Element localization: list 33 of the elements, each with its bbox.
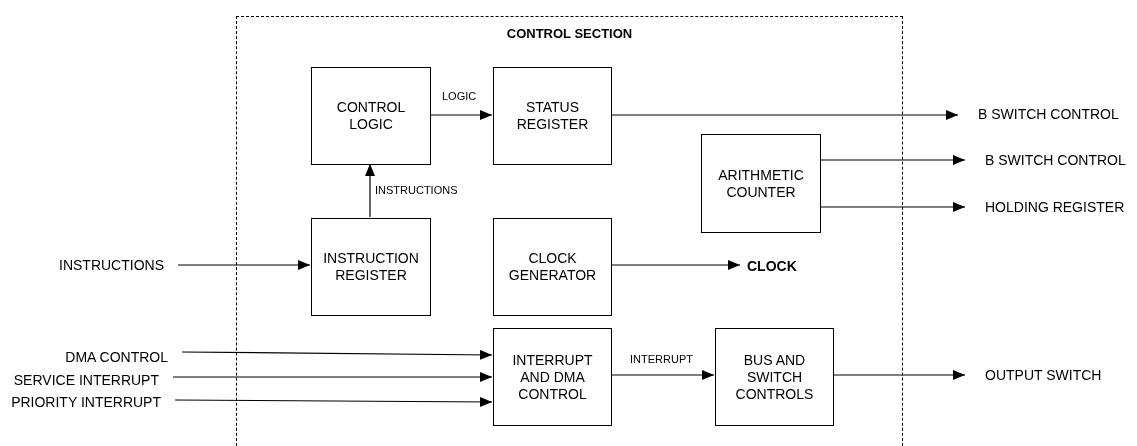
block-box: ARITHMETIC COUNTER [701,134,821,233]
arrow [172,372,493,382]
signal-label: INSTRUCTIONS [40,254,178,276]
arrow [429,110,493,120]
block-box: BUS AND SWITCH CONTROLS [715,328,834,426]
arrow [610,110,959,120]
arrow [610,370,715,380]
section-heading: CONTROL SECTION [505,25,634,43]
edge-label: LOGIC [440,89,479,103]
block-box: INSTRUCTION REGISTER [311,218,431,316]
signal-label: SERVICE INTERRUPT [5,369,173,391]
arrow [365,163,375,218]
arrow [610,260,741,270]
block-box: CLOCK GENERATOR [493,218,612,316]
arrow [177,260,311,270]
arrow [174,396,493,407]
edge-label: INTERRUPT [628,352,695,366]
block-box: STATUS REGISTER [493,67,612,165]
signal-label: CLOCK [741,255,807,277]
edge-label: INSTRUCTIONS [373,183,460,197]
arrow [832,370,966,380]
signal-label: PRIORITY INTERRUPT [3,391,175,413]
block-box: INTERRUPT AND DMA CONTROL [493,328,612,426]
signal-label: DMA CONTROL [40,346,182,368]
signal-label: HOLDING REGISTER [965,196,1131,218]
block-box: CONTROL LOGIC [311,67,431,165]
arrow [819,202,966,212]
dashed-section-frame [236,16,903,446]
signal-label: B SWITCH CONTROL [965,149,1133,171]
arrow [819,155,966,165]
signal-label: OUTPUT SWITCH [965,364,1115,386]
signal-label: B SWITCH CONTROL [958,103,1136,125]
arrow [181,349,493,360]
